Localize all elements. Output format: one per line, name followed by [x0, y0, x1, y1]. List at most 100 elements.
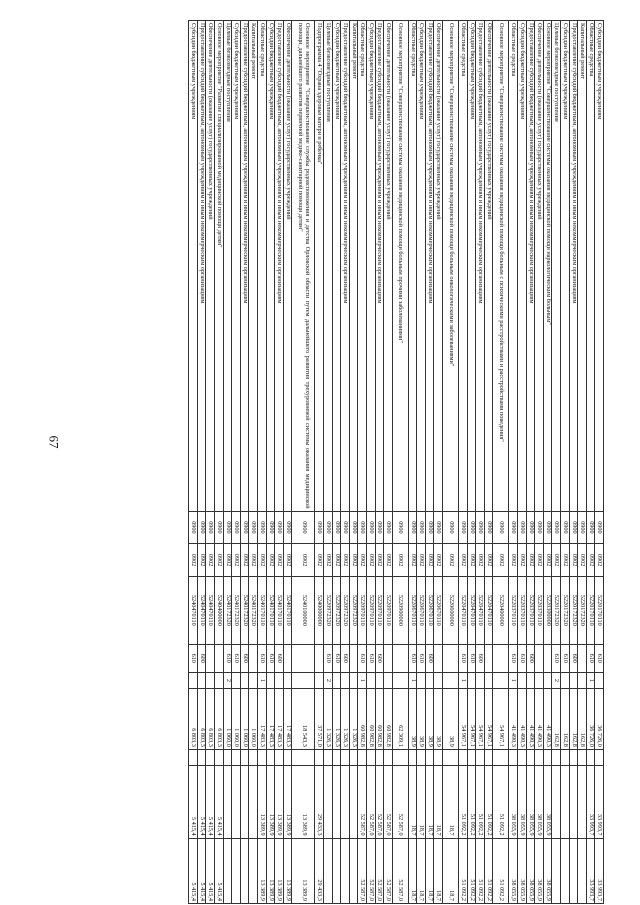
row-target-code: 5240170110 [274, 576, 284, 645]
row-target-code: 5220172320 [560, 576, 570, 645]
row-amount-2: 33 993,7 [586, 765, 595, 839]
row-source-code [416, 672, 426, 689]
row-section-code: 0902 [205, 543, 215, 577]
row-section-code: 0902 [492, 543, 509, 577]
row-source-code [526, 672, 535, 689]
row-ministry-code: 0900 [416, 511, 426, 544]
row-source-code-2 [274, 749, 284, 766]
row-source-code-2 [332, 749, 341, 766]
row-amount-3: 52 587,0 [375, 838, 384, 904]
row-name: Предоставление субсидий бюджетным, автон… [569, 20, 578, 512]
row-name: Субсидии бюджетным учреждениям [266, 20, 275, 512]
row-ministry-code: 0900 [434, 511, 443, 544]
row-source-code [283, 672, 292, 689]
row-expense-type: 600 [425, 644, 434, 673]
row-target-code: 5240470110 [197, 576, 206, 645]
row-expense-type [492, 644, 509, 673]
table-row: Предоставление субсидий бюджетным, автон… [197, 20, 206, 904]
row-expense-type [577, 644, 587, 673]
row-source-code [543, 672, 552, 689]
row-target-code: 5220972320 [340, 576, 350, 645]
table-row: Предоставление субсидий бюджетным, автон… [425, 20, 434, 904]
row-section-code: 0902 [231, 543, 241, 577]
row-source-code-2 [357, 749, 367, 766]
row-source-code [314, 672, 324, 689]
row-target-code: 5240172320 [231, 576, 241, 645]
row-name: Областные средства [408, 20, 417, 512]
row-ministry-code: 0900 [543, 511, 552, 544]
row-expense-type: 610 [332, 644, 341, 673]
row-name: Основное мероприятие "Совершенствование … [543, 20, 552, 512]
row-expense-type [534, 644, 544, 673]
row-amount-1: 1 326,3 [340, 688, 350, 750]
table-row: Основное мероприятие "Совершенствование … [543, 20, 552, 904]
row-target-code: 5220470110 [467, 576, 476, 645]
row-expense-type [543, 644, 552, 673]
row-section-code: 0902 [357, 543, 367, 577]
row-expense-type [434, 644, 443, 673]
row-name: Субсидии бюджетным учреждениям [517, 20, 527, 512]
row-name: Предоставление субсидий бюджетным, автон… [274, 20, 284, 512]
row-amount-1: 54 967,1 [484, 688, 493, 750]
row-ministry-code: 0900 [188, 511, 198, 544]
row-amount-1: 38,9 [416, 688, 426, 750]
row-amount-2: 18,7 [416, 765, 426, 839]
row-amount-2: 18,7 [434, 765, 443, 839]
row-target-code: 5220670110 [408, 576, 417, 645]
row-source-code: 1 [408, 672, 417, 689]
row-amount-2 [560, 765, 570, 839]
row-section-code: 0902 [594, 543, 604, 577]
row-source-code-2 [534, 749, 544, 766]
row-source-code-2 [349, 749, 358, 766]
row-amount-3: 5 415,4 [214, 838, 224, 904]
row-source-code [205, 672, 215, 689]
row-amount-1: 17 483,3 [266, 688, 275, 750]
row-amount-1: 36 726,0 [594, 688, 604, 750]
row-expense-type [442, 644, 459, 673]
row-amount-2: 38 055,9 [526, 765, 535, 839]
row-amount-3 [560, 838, 570, 904]
row-section-code: 0902 [560, 543, 570, 577]
row-ministry-code: 0900 [560, 511, 570, 544]
row-source-code-2 [467, 749, 476, 766]
row-target-code: 5220400000 [492, 576, 509, 645]
row-amount-3 [248, 838, 258, 904]
row-ministry-code: 0900 [467, 511, 476, 544]
row-source-code [240, 672, 249, 689]
row-name: Капитальный ремонт [248, 20, 258, 512]
row-amount-1: 38,9 [425, 688, 434, 750]
row-amount-3: 13 389,9 [291, 838, 315, 904]
row-source-code [484, 672, 493, 689]
row-source-code-2 [484, 749, 493, 766]
row-target-code: 5220670110 [416, 576, 426, 645]
row-name: Подпрограмма 4 "Охрана здоровья матери и… [314, 20, 324, 512]
row-amount-2: 38 055,9 [508, 765, 518, 839]
row-amount-2: 13 389,9 [266, 765, 275, 839]
row-section-code: 0902 [240, 543, 249, 577]
row-amount-2: 38 055,9 [517, 765, 527, 839]
row-amount-1: 38,9 [408, 688, 417, 750]
row-source-code-2 [416, 749, 426, 766]
row-section-code: 0902 [508, 543, 518, 577]
row-amount-2: 13 389,9 [283, 765, 292, 839]
row-amount-2: 52 587,0 [357, 765, 367, 839]
row-expense-type: 610 [266, 644, 275, 673]
row-section-code: 0902 [223, 543, 232, 577]
row-expense-type [392, 644, 409, 673]
row-target-code: 5220370110 [526, 576, 535, 645]
row-source-code [383, 672, 393, 689]
row-source-code-2 [257, 749, 267, 766]
row-source-code-2 [517, 749, 527, 766]
row-target-code: 5220972320 [323, 576, 333, 645]
row-target-code: 5220370110 [534, 576, 544, 645]
row-section-code: 0902 [586, 543, 595, 577]
row-target-code: 5220600000 [442, 576, 459, 645]
